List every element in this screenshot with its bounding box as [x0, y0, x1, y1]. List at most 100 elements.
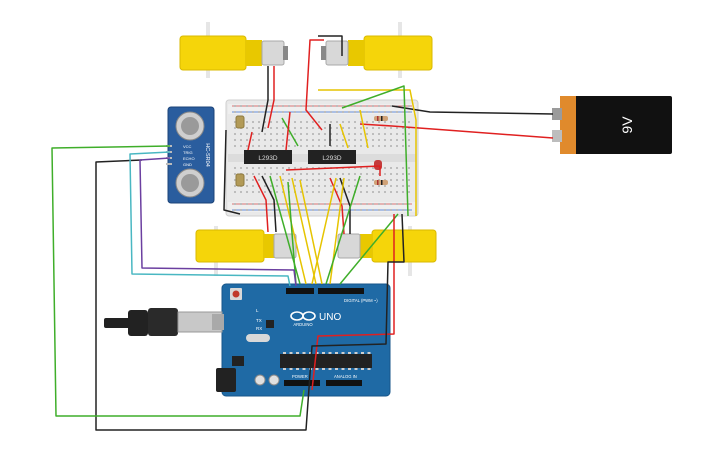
motor-bottom-left[interactable] — [195, 226, 297, 276]
wire-motor-bl-black[interactable] — [261, 175, 277, 233]
breadboard-hole — [240, 145, 242, 147]
breadboard-hole — [348, 145, 350, 147]
breadboard-hole — [330, 209, 332, 211]
wire-jumper-f[interactable] — [359, 109, 369, 149]
breadboard-hole — [354, 139, 356, 141]
breadboard-hole — [282, 121, 284, 123]
battery-label: 9V — [619, 116, 635, 134]
arduino-uno-board[interactable]: DIGITAL (PWM ~) L TX RX UNO ARDUINO POWE… — [221, 283, 391, 397]
reset-button[interactable] — [232, 290, 240, 298]
wire-jumper-b[interactable] — [281, 117, 299, 147]
breadboard-hole — [396, 105, 398, 107]
breadboard-hole — [330, 203, 332, 205]
breadboard-hole — [306, 173, 308, 175]
breadboard-hole — [390, 105, 392, 107]
breadboard-hole — [294, 133, 296, 135]
breadboard-hole — [252, 145, 254, 147]
breadboard-hole — [366, 179, 368, 181]
breadboard-hole — [264, 185, 266, 187]
wire-ctrl-7[interactable] — [325, 175, 361, 285]
wire-yellow-rail[interactable] — [318, 89, 417, 216]
wire-jumper-h[interactable] — [285, 165, 381, 171]
breadboard-hole — [378, 209, 380, 211]
capacitor-bottom[interactable] — [235, 173, 245, 187]
led-indicator[interactable] — [374, 160, 382, 170]
breadboard-hole — [270, 167, 272, 169]
breadboard-hole — [258, 105, 260, 107]
breadboard-hole — [282, 111, 284, 113]
wire-motor-tr-black[interactable] — [318, 35, 343, 56]
breadboard-hole — [330, 173, 332, 175]
wire-motor-tl-red[interactable] — [267, 66, 275, 129]
wire-motor-tr-red[interactable] — [305, 39, 324, 131]
breadboard-hole — [234, 121, 236, 123]
breadboard-hole — [330, 133, 332, 135]
motor-top-right[interactable] — [321, 22, 433, 78]
wire-ctrl-5[interactable] — [311, 177, 337, 285]
wire-gnd-long[interactable] — [95, 159, 405, 431]
breadboard-hole — [270, 105, 272, 107]
wire-motor-tl-black[interactable] — [261, 66, 269, 133]
breadboard-hole — [252, 185, 254, 187]
wire-jumper-d[interactable] — [339, 123, 349, 149]
wire-battery-positive[interactable] — [359, 123, 554, 139]
breadboard-hole — [234, 191, 236, 193]
breadboard-hole — [336, 173, 338, 175]
breadboard-hole — [300, 111, 302, 113]
breadboard-hole — [324, 145, 326, 147]
breadboard-hole — [282, 179, 284, 181]
breadboard-hole — [246, 209, 248, 211]
resistor-bottom[interactable] — [374, 180, 388, 185]
breadboard-hole — [234, 203, 236, 205]
battery-9v[interactable]: 9V — [552, 96, 672, 154]
wire-jumper-c[interactable] — [285, 111, 291, 151]
wire-ctrl-9[interactable] — [287, 181, 297, 285]
wire-ctrl-3[interactable] — [291, 177, 317, 285]
wire-jumper-a[interactable] — [247, 131, 253, 151]
capacitor-top[interactable] — [235, 115, 245, 129]
breadboard-hole — [246, 145, 248, 147]
wire-vin[interactable] — [311, 214, 395, 391]
ultrasonic-pin-header — [166, 163, 172, 165]
breadboard-hole — [342, 173, 344, 175]
wire-gnd-left[interactable] — [223, 129, 241, 215]
motor-top-left[interactable] — [179, 22, 288, 78]
breadboard-hole — [240, 139, 242, 141]
wire-motor-bl-red[interactable] — [253, 175, 269, 233]
wire-us-echo[interactable] — [139, 157, 297, 287]
breadboard-hole — [324, 105, 326, 107]
wire-ctrl-4[interactable] — [299, 179, 323, 285]
breadboard-hole — [390, 139, 392, 141]
breadboard-hole — [390, 121, 392, 123]
breadboard-hole — [408, 173, 410, 175]
chip-pin — [302, 368, 306, 370]
l293d-chip-left[interactable]: L293D — [244, 150, 292, 164]
wire-us-trig[interactable] — [129, 151, 291, 287]
breadboard-holes — [234, 105, 410, 211]
breadboard-hole — [324, 127, 326, 129]
breadboard-hole — [324, 121, 326, 123]
chip-pin — [354, 368, 358, 370]
breadboard-hole — [342, 191, 344, 193]
breadboard-hole — [402, 191, 404, 193]
usb-plug-icon[interactable] — [104, 308, 224, 336]
breadboard-hole — [252, 121, 254, 123]
breadboard-hole — [402, 185, 404, 187]
breadboard-hole — [372, 179, 374, 181]
breadboard-hole — [372, 133, 374, 135]
l293d-chip-right[interactable]: L293D — [308, 150, 356, 164]
breadboard-hole — [300, 191, 302, 193]
motor-bottom-right[interactable] — [337, 226, 437, 276]
breadboard-hole — [276, 133, 278, 135]
wires[interactable] — [51, 35, 554, 431]
breadboard-hole — [378, 105, 380, 107]
breadboard-hole — [396, 145, 398, 147]
resistor-top[interactable] — [374, 116, 388, 121]
wire-ctrl-2[interactable] — [279, 175, 307, 285]
breadboard-hole — [288, 145, 290, 147]
wire-green-rail[interactable] — [341, 85, 409, 217]
wire-us-vcc[interactable] — [51, 145, 305, 417]
chip-pin — [315, 368, 319, 370]
wire-ctrl-8[interactable] — [339, 213, 399, 285]
